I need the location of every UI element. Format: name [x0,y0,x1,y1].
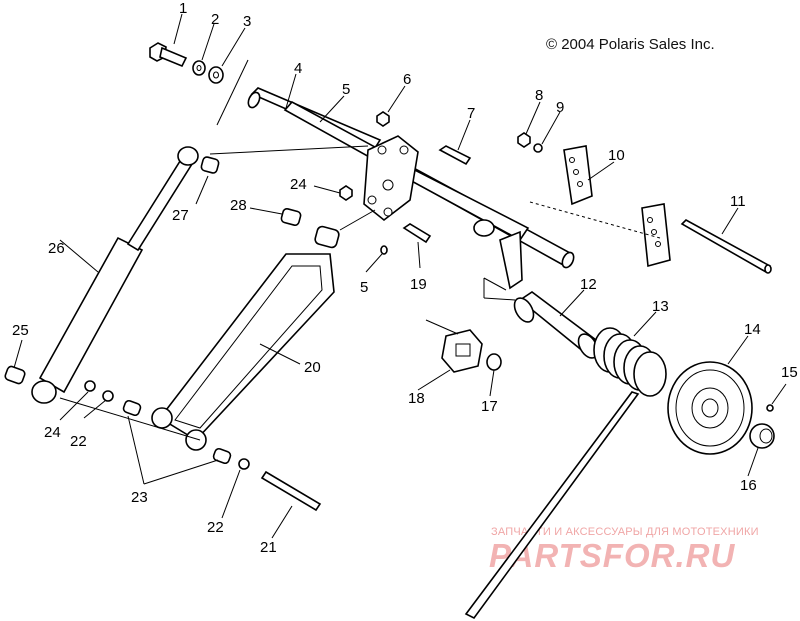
copyright-notice: © 2004 Polaris Sales Inc. [546,36,715,53]
part-bolt-7 [438,145,472,166]
callout-5: 5 [342,81,350,98]
part-block-18 [441,329,483,373]
part-spacer-25 [4,365,26,385]
callout-24-a: 24 [44,424,61,441]
callout-25: 25 [12,322,29,339]
callout-24-b: 24 [290,176,307,193]
part-rod-11 [680,219,772,274]
part-spacers-23 [122,399,232,465]
callout-15: 15 [781,364,798,381]
watermark-brand: PARTSFOR.RU [489,537,736,574]
part-pivot-hanger [473,219,523,301]
part-spacer-27 [200,156,220,174]
callout-5-lower: 5 [360,279,368,296]
callout-9: 9 [556,99,564,116]
callout-22-b: 22 [207,519,224,536]
part-spacer-28 [280,208,302,226]
part-bolt-21 [260,470,322,512]
part-cap-16 [749,423,775,449]
part-washer-2 [192,60,206,76]
callout-18: 18 [408,390,425,407]
part-screw-5 [380,245,388,255]
callout-6: 6 [403,71,411,88]
callout-20: 20 [304,359,321,376]
callout-22-a: 22 [70,433,87,450]
part-washer-22b [238,458,250,470]
callout-4: 4 [294,60,302,77]
leader-lines [13,13,787,539]
callout-27: 27 [172,207,189,224]
part-bolt-19 [402,223,432,244]
callout-21: 21 [260,539,277,556]
part-bracket [363,135,419,222]
part-sleeve-12 [513,291,599,359]
callout-8: 8 [535,87,543,104]
part-washer-22a [102,390,114,402]
part-washer-24a [84,380,96,392]
part-nut-24b [339,185,353,201]
part-washer-9 [533,143,543,153]
callout-14: 14 [744,321,761,338]
callout-13: 13 [652,298,669,315]
part-nut-8 [517,132,531,148]
callout-16: 16 [740,477,757,494]
callout-12: 12 [580,276,597,293]
part-bolt-15 [766,404,774,412]
callout-11: 11 [730,193,746,210]
callout-26: 26 [48,240,65,257]
part-arm-20 [151,253,335,451]
callout-2: 2 [211,11,219,28]
callout-1: 1 [179,0,187,17]
callout-7: 7 [467,105,475,122]
part-side-plates-10 [529,145,671,268]
callout-28: 28 [230,197,247,214]
callout-17: 17 [481,398,498,415]
callout-10: 10 [608,147,625,164]
part-ring-17 [486,353,502,371]
watermark-tagline: ЗАПЧАСТИ И АКСЕССУАРЫ ДЛЯ МОТОТЕХНИКИ [491,526,759,538]
part-spring-13 [464,327,667,620]
part-nut-6 [376,111,390,127]
part-shock-26 [31,146,199,404]
part-spacer-28b [314,225,340,249]
part-bolt-1 [149,42,188,68]
callout-labels: 1 2 3 4 5 6 7 8 9 10 11 12 13 14 15 16 1… [12,0,798,556]
part-wheel-14 [667,361,753,455]
callout-3: 3 [243,13,251,30]
callout-19: 19 [410,276,427,293]
callout-23: 23 [131,489,148,506]
part-washer-3 [208,66,224,84]
